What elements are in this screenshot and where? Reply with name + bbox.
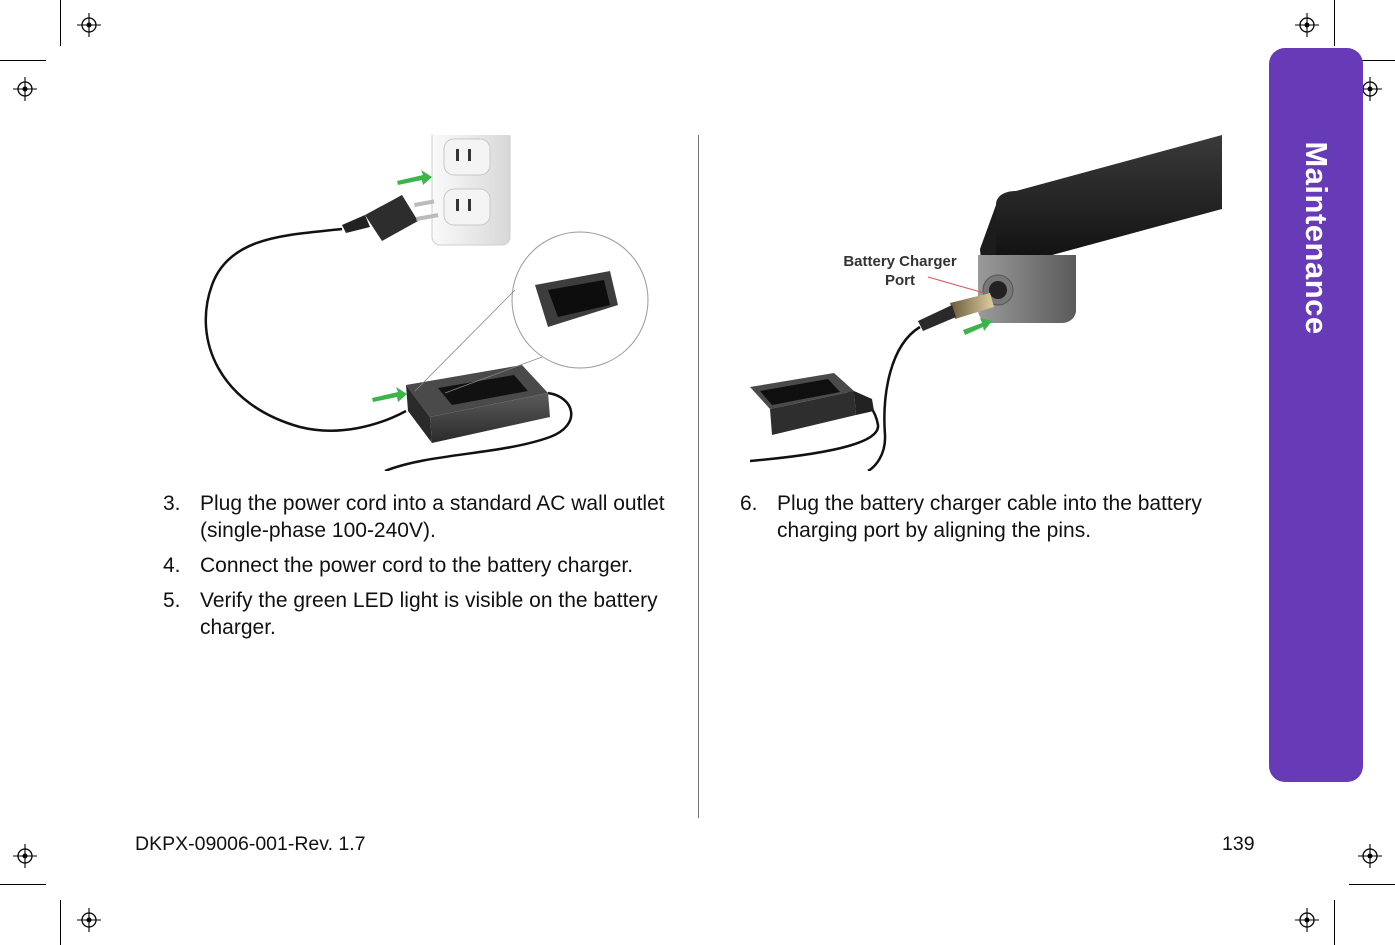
registration-mark-icon: [1358, 844, 1382, 868]
crop-mark: [1334, 0, 1335, 46]
step-number: 3.: [163, 492, 181, 515]
registration-mark-icon: [13, 77, 37, 101]
step-number: 6.: [740, 492, 758, 515]
charger-port-illustration: Battery Charger Port: [750, 135, 1222, 471]
column-divider: [698, 135, 699, 818]
crop-mark: [60, 0, 61, 46]
step-text: Plug the power cord into a standard AC w…: [200, 492, 665, 542]
left-step-list: 3. Plug the power cord into a standard AC…: [163, 490, 673, 649]
crop-mark: [60, 900, 61, 945]
registration-mark-icon: [1358, 77, 1382, 101]
registration-mark-icon: [1295, 908, 1319, 932]
step-text: Plug the battery charger cable into the …: [777, 492, 1202, 542]
step-item: 5. Verify the green LED light is visible …: [163, 587, 673, 641]
step-item: 3. Plug the power cord into a standard AC…: [163, 490, 673, 544]
page-number: 139: [1222, 833, 1255, 855]
section-tab-label: Maintenance: [1299, 141, 1334, 335]
step-number: 5.: [163, 589, 181, 612]
crop-mark: [1334, 900, 1335, 945]
document-id: DKPX-09006-001-Rev. 1.7: [135, 833, 366, 855]
outlet-charger-illustration: [204, 135, 649, 471]
crop-mark: [1349, 884, 1395, 885]
section-tab: Maintenance: [1269, 48, 1363, 782]
right-step-list: 6. Plug the battery charger cable into th…: [740, 490, 1230, 552]
registration-mark-icon: [1295, 13, 1319, 37]
green-arrow-icon: [397, 170, 432, 185]
step-text: Connect the power cord to the battery ch…: [200, 554, 634, 577]
registration-mark-icon: [77, 13, 101, 37]
step-number: 4.: [163, 554, 181, 577]
callout-label: Battery Charger: [843, 253, 957, 270]
crop-mark: [1349, 60, 1395, 61]
step-item: 6. Plug the battery charger cable into th…: [740, 490, 1230, 544]
registration-mark-icon: [77, 908, 101, 932]
registration-mark-icon: [13, 844, 37, 868]
green-arrow-icon: [963, 318, 992, 335]
callout-label: Port: [885, 272, 915, 289]
step-item: 4. Connect the power cord to the battery …: [163, 552, 673, 579]
crop-mark: [0, 884, 46, 885]
green-arrow-icon: [372, 387, 407, 402]
crop-mark: [0, 60, 46, 61]
step-text: Verify the green LED light is visible on…: [200, 589, 658, 639]
